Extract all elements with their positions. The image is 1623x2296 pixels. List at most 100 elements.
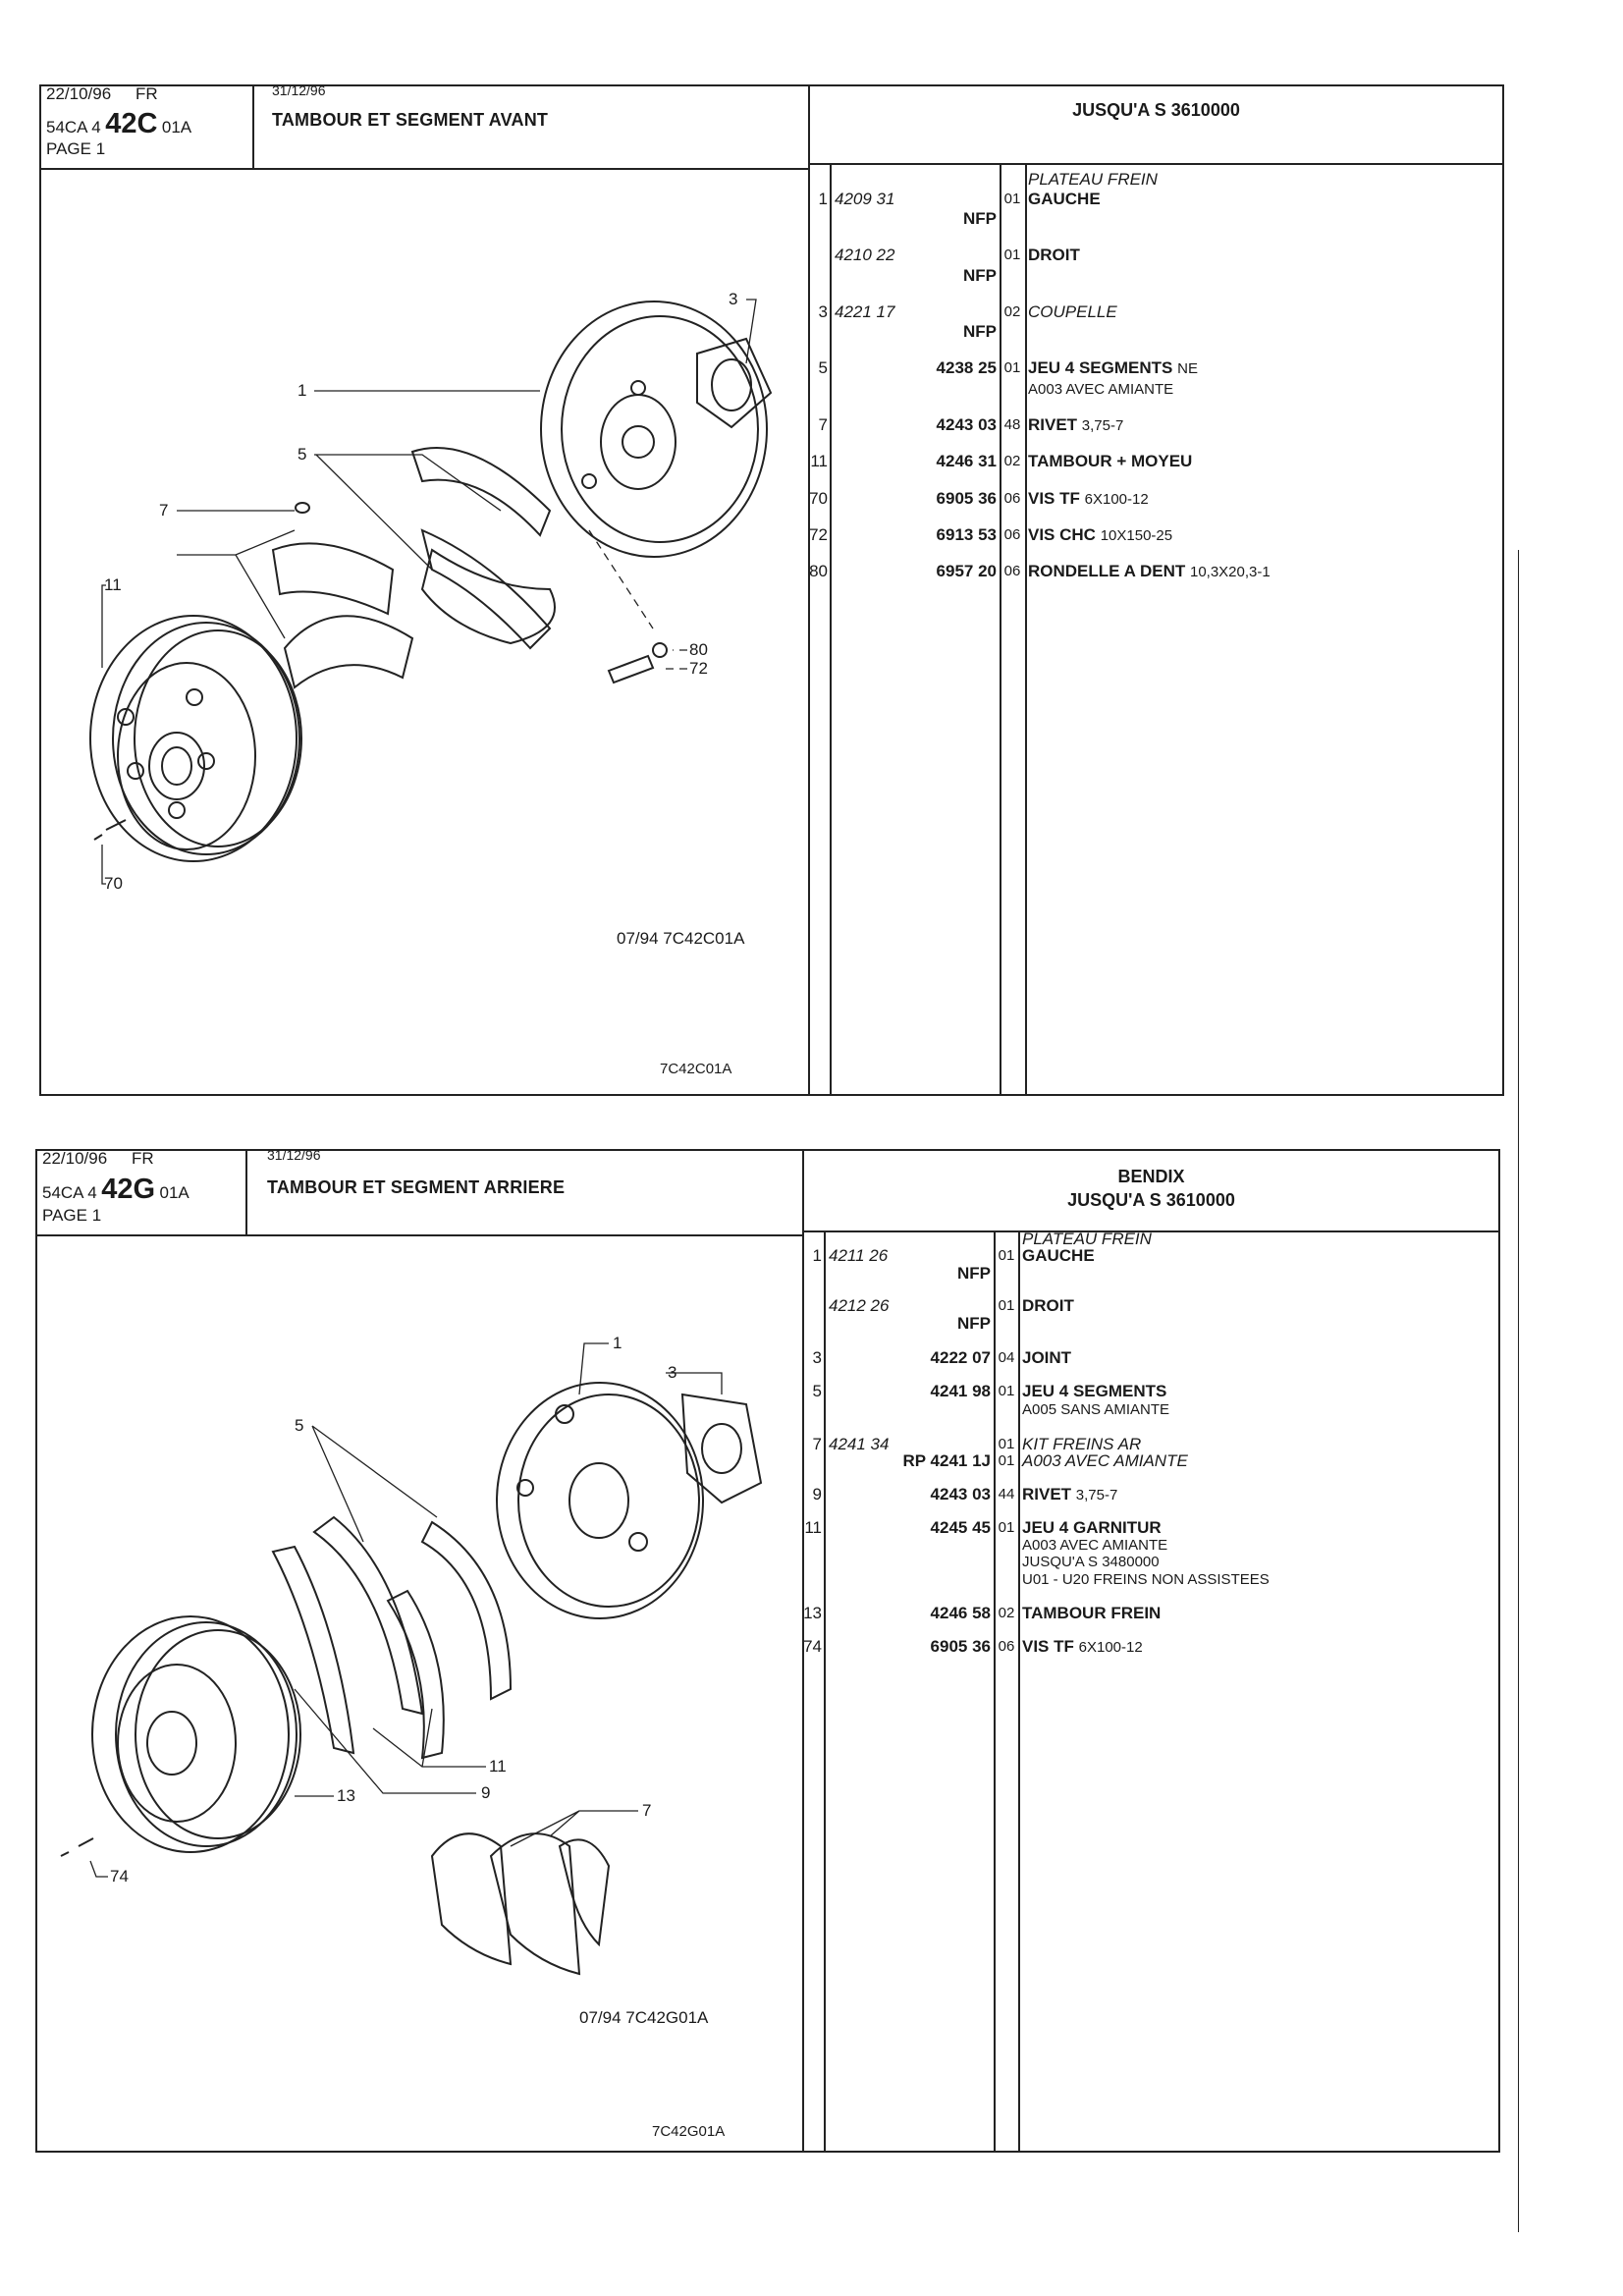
- parts-list-row: 4212 26 01 DROIT: [802, 1296, 1489, 1316]
- callout-11: 11: [104, 575, 122, 594]
- description-text: VIS TF: [1022, 1637, 1074, 1656]
- parts-list-row: NFP: [802, 1314, 1489, 1334]
- header-divider: [35, 1234, 802, 1236]
- description-text: JEU 4 SEGMENTS: [1028, 358, 1173, 377]
- header-divider: [802, 1230, 1500, 1232]
- code-suffix: 01A: [161, 118, 192, 137]
- quantity: 01: [998, 1436, 1015, 1452]
- description-text: TAMBOUR + MOYEU: [1028, 452, 1193, 470]
- description: TAMBOUR FREIN: [1022, 1604, 1161, 1623]
- description: JEU 4 SEGMENTS NE: [1028, 358, 1198, 379]
- parts-list-row: NFP: [808, 322, 1495, 342]
- description-text: DROIT: [1028, 246, 1080, 264]
- old-part-number: 4212 26: [829, 1296, 890, 1315]
- description-text: RONDELLE A DENT: [1028, 562, 1186, 580]
- description: JUSQU'A S 3480000: [1022, 1553, 1160, 1572]
- column-divider: [830, 163, 832, 1096]
- description-text: RIVET: [1022, 1485, 1072, 1503]
- brake-lining-drawing: [271, 1515, 513, 1760]
- figure-id: 7C42G01A: [652, 2123, 726, 2140]
- quantity: 06: [1003, 490, 1021, 507]
- description: JEU 4 GARNITUR: [1022, 1518, 1162, 1538]
- sheet-language: FR: [135, 84, 158, 103]
- parts-list-row: NFP: [802, 1264, 1489, 1284]
- part-number: 4243 03: [936, 415, 997, 434]
- item-ref: 3: [812, 1348, 822, 1367]
- part-number: RP 4241 1J: [902, 1451, 991, 1470]
- item-ref: 7: [812, 1435, 822, 1453]
- item-ref: 80: [809, 562, 828, 580]
- description: KIT FREINS AR: [1022, 1435, 1141, 1454]
- brake-drum-drawing: [91, 1615, 301, 1853]
- sheet-title: TAMBOUR ET SEGMENT ARRIERE: [267, 1177, 566, 1197]
- sheet-title: TAMBOUR ET SEGMENT AVANT: [272, 110, 549, 130]
- parts-list-row: PLATEAU FREIN: [802, 1230, 1489, 1249]
- supplier-label: BENDIX: [1117, 1167, 1185, 1186]
- description: COUPELLE: [1028, 302, 1117, 322]
- code-prefix: 54CA 4: [42, 1183, 97, 1202]
- backing-plate-drawing: [496, 1382, 704, 1619]
- part-number: NFP: [963, 209, 997, 228]
- description-text: VIS CHC: [1028, 525, 1096, 544]
- description-text: KIT FREINS AR: [1022, 1435, 1142, 1453]
- old-part-number: 4241 34: [829, 1435, 890, 1453]
- description: VIS TF 6X100-12: [1028, 489, 1149, 510]
- description: RONDELLE A DENT 10,3X20,3-1: [1028, 562, 1271, 582]
- parts-list-row: PLATEAU FREIN: [808, 170, 1495, 190]
- page-number: PAGE 1: [42, 1206, 102, 1225]
- callout-3: 3: [668, 1363, 677, 1382]
- description-text: COUPELLE: [1028, 302, 1117, 321]
- description-spec: 3,75-7: [1081, 417, 1124, 434]
- item-ref: 1: [812, 1246, 822, 1265]
- description: DROIT: [1028, 246, 1080, 265]
- part-number: 6913 53: [936, 525, 997, 544]
- callout-5: 5: [295, 1416, 304, 1435]
- header-cell-divider: [252, 84, 254, 168]
- column-divider: [1000, 163, 1001, 1096]
- description: GAUCHE: [1022, 1246, 1095, 1266]
- description-spec: 3,75-7: [1075, 1487, 1118, 1503]
- item-ref: 11: [810, 452, 828, 470]
- quantity: 01: [1003, 246, 1021, 263]
- description-spec: 10,3X20,3-1: [1189, 564, 1271, 580]
- description-text: PLATEAU FREIN: [1022, 1230, 1152, 1248]
- column-divider: [1025, 163, 1027, 1096]
- part-number: 6905 36: [930, 1637, 991, 1656]
- parts-list-row: A003 AVEC AMIANTE: [808, 380, 1495, 400]
- brake-drum-hub-drawing: [89, 615, 302, 862]
- part-number: 6957 20: [936, 562, 997, 580]
- margin-line: [1518, 550, 1519, 2232]
- callout-11: 11: [489, 1757, 507, 1776]
- part-number: 4238 25: [936, 358, 997, 377]
- quantity: 01: [998, 1452, 1015, 1469]
- callout-13: 13: [337, 1786, 355, 1805]
- quantity: 06: [1003, 526, 1021, 543]
- description: JEU 4 SEGMENTS: [1022, 1382, 1166, 1401]
- description-text: DROIT: [1022, 1296, 1074, 1315]
- serial-limit: JUSQU'A S 3610000: [1072, 100, 1240, 120]
- code-suffix: 01A: [159, 1183, 189, 1202]
- item-ref: 13: [803, 1604, 822, 1622]
- description: RIVET 3,75-7: [1028, 415, 1123, 436]
- description: U01 - U20 FREINS NON ASSISTEES: [1022, 1570, 1270, 1590]
- parts-list-row: NFP: [808, 209, 1495, 229]
- description-text: U01 - U20 FREINS NON ASSISTEES: [1022, 1571, 1270, 1588]
- column-divider: [824, 1230, 826, 2153]
- quantity: 01: [998, 1297, 1015, 1314]
- description-text: JEU 4 SEGMENTS: [1022, 1382, 1167, 1400]
- quantity: 04: [998, 1349, 1015, 1366]
- item-ref: 7: [818, 415, 828, 434]
- column-divider: [1018, 1230, 1020, 2153]
- description-spec: 10X150-25: [1100, 527, 1173, 544]
- parts-list-row: U01 - U20 FREINS NON ASSISTEES: [802, 1570, 1489, 1590]
- item-ref: 74: [803, 1637, 822, 1656]
- description-text: RIVET: [1028, 415, 1078, 434]
- item-ref: 70: [809, 489, 828, 508]
